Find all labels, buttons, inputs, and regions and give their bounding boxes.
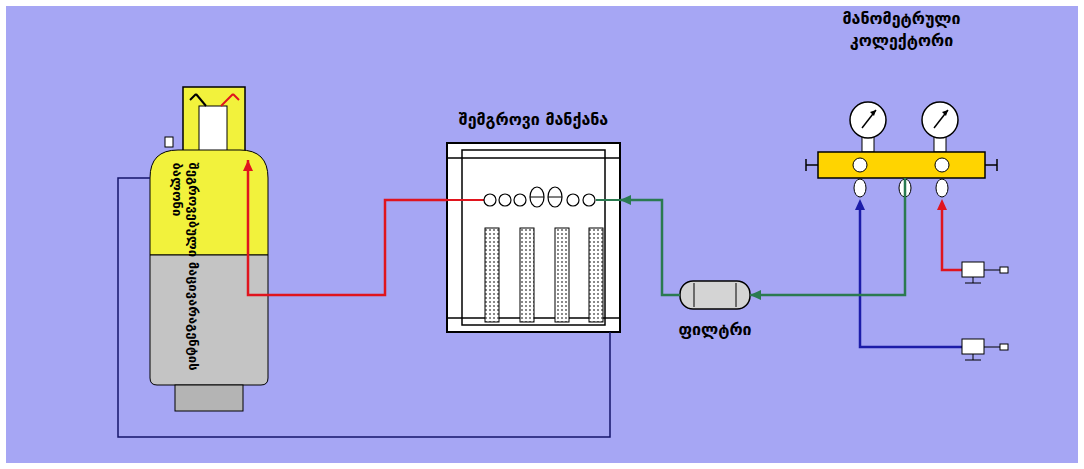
arrow-head xyxy=(620,195,631,205)
node-label: მანომეტრული კოლექტორი xyxy=(822,8,982,52)
background xyxy=(6,6,1078,463)
pipe-connector xyxy=(620,200,680,295)
node-label: ფილტრი xyxy=(678,319,751,341)
node-label: შემგროვი მანქანა xyxy=(459,109,608,131)
node-label: შეგროვებული მაცივარაგენტის ბალონი xyxy=(169,163,201,378)
cylinder-drawing xyxy=(150,87,268,411)
manifold-drawing xyxy=(806,102,1008,360)
filter-drawing xyxy=(680,281,750,309)
cylinder: შეგროვებული მაცივარაგენტის ბალონი xyxy=(150,160,268,385)
manifold-gauge: მანომეტრული კოლექტორი xyxy=(818,152,985,178)
filter: ფილტრი xyxy=(680,281,750,309)
recovery-machine-drawing xyxy=(447,143,620,332)
recovery-machine: შემგროვი მანქანა xyxy=(447,143,620,332)
arrow-head xyxy=(750,290,761,300)
pipe-connector xyxy=(248,160,447,295)
pipe-connector xyxy=(750,178,905,295)
arrow-head xyxy=(243,160,253,171)
